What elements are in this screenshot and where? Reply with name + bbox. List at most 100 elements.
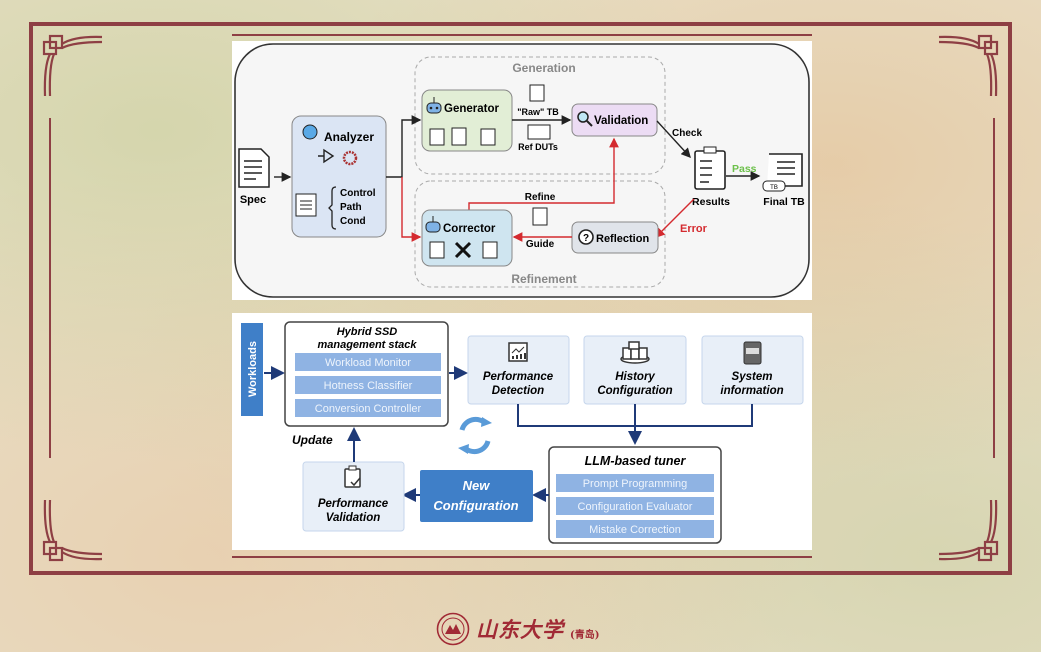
- history-configuration-line1: History: [615, 371, 655, 383]
- results-label: Results: [692, 196, 730, 208]
- info-document-icon: [429, 241, 445, 259]
- spec-document-icon: [238, 148, 270, 188]
- frame-inner-right: [993, 118, 995, 458]
- stack-item-conversion-controller: [295, 399, 441, 417]
- validation-box: [571, 103, 658, 137]
- corner-ornament-bottom-left: [42, 499, 103, 562]
- generator-title: Generator: [444, 103, 499, 115]
- chart-icon: [508, 342, 528, 362]
- workloads-bar: [241, 323, 263, 416]
- final-tb-scroll-icon: [762, 153, 803, 192]
- workloads-label: Workloads: [247, 341, 259, 397]
- frame-top-line: [29, 22, 1012, 26]
- refine-label: Refine: [525, 192, 556, 203]
- university-footer: 山东大学 (青岛): [436, 612, 599, 646]
- corrector-to-validation-refine-arrow: [468, 137, 619, 210]
- corner-ornament-top-left: [42, 34, 103, 97]
- pass-label: Pass: [732, 163, 757, 175]
- refresh-cycle-icon: [458, 416, 492, 455]
- ssd-tuning-diagram: Workloads Hybrid SSD management stack Wo…: [232, 313, 812, 550]
- final-tb-tag: TB: [770, 185, 778, 191]
- university-name: 山东大学: [476, 617, 564, 642]
- performance-validation-line2: Validation: [326, 512, 381, 524]
- ref-duts-label: Ref DUTs: [518, 142, 558, 152]
- refinement-group: [414, 180, 666, 288]
- validation-title: Validation: [594, 115, 648, 127]
- frame-inner-top: [232, 34, 812, 36]
- raw-tb-label: "Raw" TB: [517, 107, 559, 117]
- frame-bottom-line: [29, 571, 1012, 575]
- analyzer-item-path: Path: [340, 202, 362, 213]
- stack-title-line2: management stack: [317, 339, 417, 351]
- analyzer-brace: [328, 186, 337, 230]
- testbench-flow-diagram: Generation Refinement Spec Analyzer Cont…: [232, 41, 812, 300]
- ssd-drive-icon: [743, 341, 762, 365]
- tuner-item-configuration-evaluator: [556, 497, 714, 515]
- clipboard-check-icon: [344, 465, 361, 488]
- tuner-item-configuration-evaluator-label: Configuration Evaluator: [578, 501, 693, 513]
- testbench-flow-svg: Generation Refinement Spec Analyzer Cont…: [234, 43, 810, 298]
- tuner-item-prompt-programming-label: Prompt Programming: [583, 478, 688, 490]
- spec-label: Spec: [240, 194, 266, 206]
- database-stack-icon: [620, 341, 650, 364]
- system-information-line2: information: [720, 385, 783, 397]
- frame-right-line: [1008, 22, 1012, 575]
- new-configuration-line1: New: [463, 478, 491, 493]
- generation-group-label: Generation: [512, 61, 575, 75]
- analyzer-to-generator-arrow: [386, 115, 422, 178]
- performance-validation-line1: Performance: [318, 498, 389, 510]
- corrector-title: Corrector: [443, 223, 496, 235]
- robot-wrench-icon: [425, 216, 441, 233]
- chip-icon: [342, 150, 358, 166]
- university-seal-icon: [436, 612, 470, 646]
- generator-document-icons: [429, 127, 496, 146]
- corner-ornament-top-right: [938, 34, 999, 97]
- refinement-group-label: Refinement: [511, 272, 576, 286]
- tools-icon: [454, 241, 472, 259]
- history-configuration-line2: Configuration: [597, 385, 672, 397]
- analyzer-item-control: Control: [340, 188, 376, 199]
- error-label: Error: [680, 223, 708, 235]
- ssd-tuning-svg: Workloads Hybrid SSD management stack Wo…: [241, 321, 804, 544]
- performance-detection-line1: Performance: [483, 371, 554, 383]
- logic-gate-icon: [318, 148, 335, 164]
- analyzer-item-cond: Cond: [340, 216, 366, 227]
- analyzer-title: Analyzer: [324, 130, 374, 144]
- reflection-title: Reflection: [596, 233, 649, 245]
- stack-item-conversion-controller-label: Conversion Controller: [315, 403, 422, 415]
- frame-inner-left: [49, 118, 51, 458]
- system-information-line1: System: [732, 371, 773, 383]
- new-configuration-line2: Configuration: [433, 498, 518, 513]
- question-bubble-icon: ?: [578, 229, 594, 245]
- llm-tuner-title: LLM-based tuner: [585, 454, 687, 468]
- stack-item-hotness-classifier-label: Hotness Classifier: [324, 380, 413, 392]
- frame-left-line: [29, 22, 33, 575]
- stack-item-hotness-classifier: [295, 376, 441, 394]
- stack-item-workload-monitor-label: Workload Monitor: [325, 357, 411, 369]
- university-campus: (青岛): [570, 629, 600, 641]
- raw-tb-scroll-icon: [529, 84, 545, 102]
- validation-to-results-arrow: [656, 120, 691, 159]
- new-configuration-box: [420, 470, 533, 522]
- ref-duts-icon: [527, 124, 551, 140]
- update-label: Update: [292, 433, 333, 447]
- tuner-item-mistake-correction-label: Mistake Correction: [589, 524, 681, 536]
- results-to-reflection-arrow: [655, 198, 695, 238]
- stack-item-workload-monitor: [295, 353, 441, 371]
- guide-label: Guide: [526, 239, 555, 250]
- analyzer-to-corrector-arrow: [401, 177, 422, 242]
- stack-title-line1: Hybrid SSD: [337, 326, 398, 338]
- performance-detection-line2: Detection: [492, 385, 544, 397]
- check-label: Check: [672, 128, 702, 139]
- corner-ornament-bottom-right: [938, 499, 999, 562]
- final-tb-label: Final TB: [763, 196, 805, 208]
- svg-text:?: ?: [583, 233, 589, 244]
- brain-head-icon: [302, 124, 318, 140]
- tuner-item-prompt-programming: [556, 474, 714, 492]
- magnifier-icon: [577, 111, 593, 127]
- frame-inner-bottom: [232, 556, 812, 558]
- tuner-item-mistake-correction: [556, 520, 714, 538]
- clipboard-results-icon: [694, 146, 726, 190]
- tb-document-icon: [482, 241, 498, 259]
- info-scroll-icon: [295, 193, 317, 217]
